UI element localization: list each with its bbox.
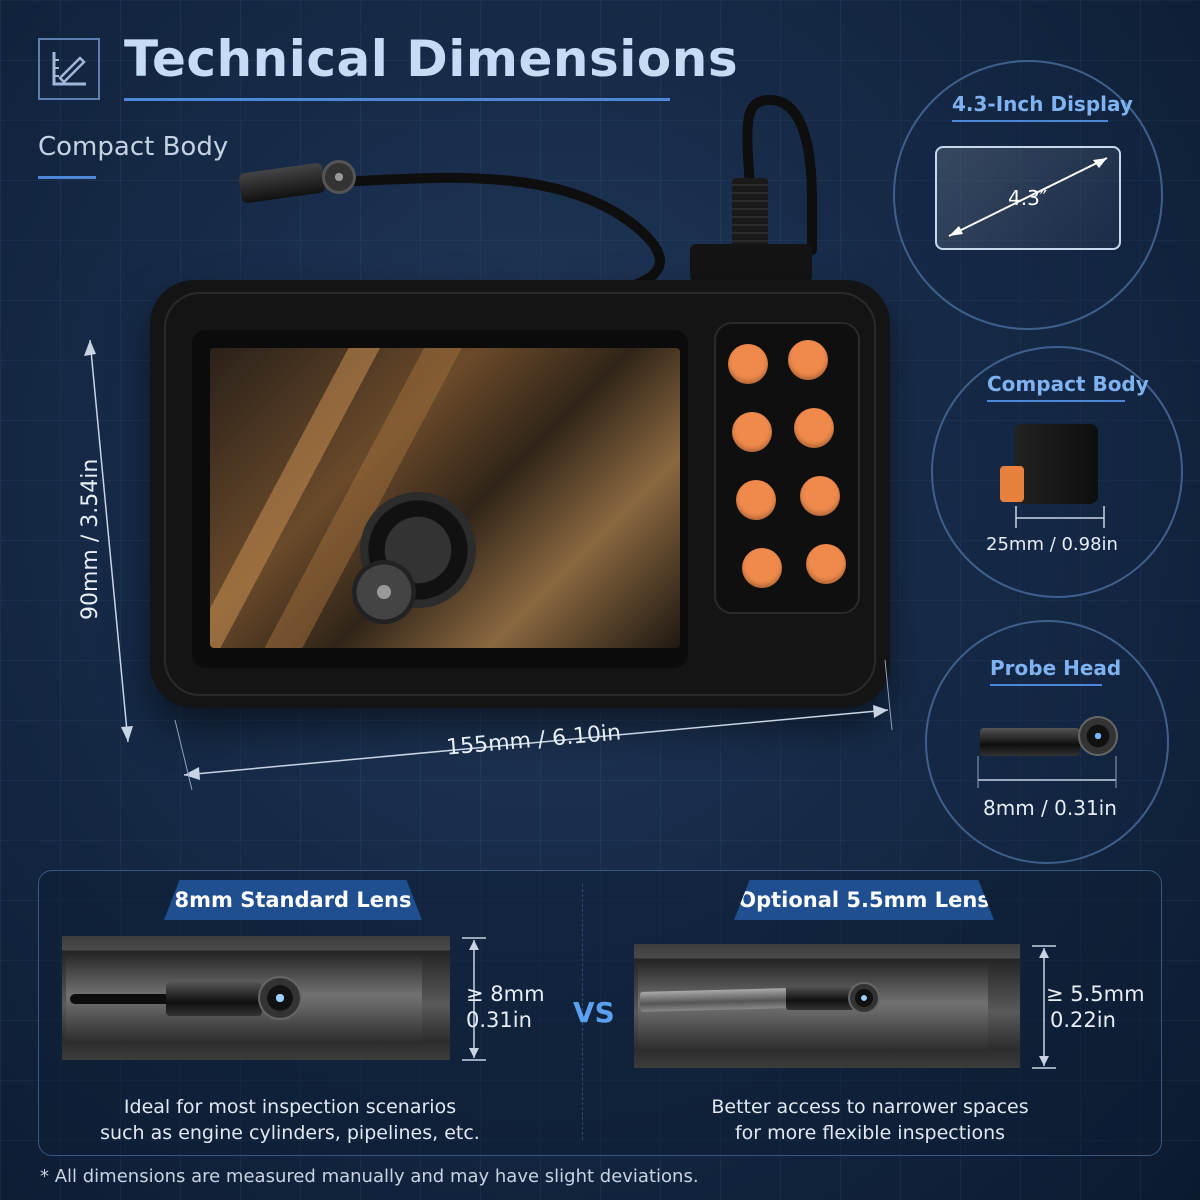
device-height-label: 90mm / 3.54in xyxy=(78,458,103,620)
body-thickness-label: 25mm / 0.98in xyxy=(986,534,1118,555)
page-subtitle: Compact Body xyxy=(38,132,229,162)
cable-boot xyxy=(732,178,768,248)
title-underline xyxy=(124,98,670,101)
optional-lens-dim-mm: ≥ 5.5mm xyxy=(1046,982,1145,1006)
up-button-icon xyxy=(732,412,772,452)
display-callout-circle xyxy=(893,60,1163,330)
probe-callout-title: Probe Head xyxy=(990,656,1122,680)
optional-probe-shaft xyxy=(639,988,789,1012)
screen-lens-front xyxy=(352,560,416,624)
optional-desc-line1: Better access to narrower spaces xyxy=(711,1096,1029,1118)
cable-connector xyxy=(690,244,812,282)
power-button-icon xyxy=(728,344,768,384)
footnote: * All dimensions are measured manually a… xyxy=(40,1166,699,1187)
standard-probe-head xyxy=(166,982,262,1016)
optional-lens-face-icon xyxy=(848,982,880,1014)
body-measure-arrow xyxy=(1015,506,1105,528)
body-side-illustration xyxy=(1014,424,1098,504)
page-title: Technical Dimensions xyxy=(124,30,739,88)
device-dimension-lines xyxy=(84,339,893,791)
display-callout-title: 4.3-Inch Display xyxy=(952,92,1133,116)
probe-lens-leds-icon xyxy=(1078,716,1118,756)
standard-lens-face-icon xyxy=(258,976,302,1020)
comparison-divider xyxy=(582,884,583,1140)
standard-diameter-arrow xyxy=(462,937,486,1061)
menu-button-icon xyxy=(742,548,782,588)
body-callout-title: Compact Body xyxy=(987,372,1149,396)
optional-lens-dim-in: 0.22in xyxy=(1050,1008,1116,1032)
vs-label: VS xyxy=(573,996,615,1029)
standard-lens-dim-in: 0.31in xyxy=(466,1008,532,1032)
rotate-button-icon xyxy=(806,544,846,584)
probe-head-illustration xyxy=(980,728,1080,756)
record-button-icon xyxy=(794,408,834,448)
device-grip-edge xyxy=(164,292,876,696)
probe-measure-arrow xyxy=(977,756,1117,788)
mode-button-icon xyxy=(788,340,828,380)
standard-desc-line1: Ideal for most inspection scenarios xyxy=(123,1096,457,1118)
subtitle-underline xyxy=(38,176,96,179)
optional-lens-description: Better access to narrower spaces for mor… xyxy=(660,1094,1080,1146)
body-button-illustration xyxy=(1000,466,1024,502)
light-down-button-icon xyxy=(736,480,776,520)
probe-lens-icon xyxy=(322,160,356,194)
optional-lens-tab: Optional 5.5mm Lens xyxy=(734,880,994,920)
standard-probe-cable xyxy=(70,994,176,1004)
probe-title-underline xyxy=(990,684,1102,686)
display-diagonal-arrow xyxy=(948,157,1108,237)
ruler-square-icon xyxy=(38,38,100,100)
optional-diameter-arrow xyxy=(1032,945,1056,1069)
standard-desc-line2: such as engine cylinders, pipelines, etc… xyxy=(100,1122,480,1144)
display-title-underline xyxy=(952,120,1108,122)
standard-lens-tab: 8mm Standard Lens xyxy=(164,880,422,920)
optional-desc-line2: for more flexible inspections xyxy=(734,1122,1006,1144)
probe-diameter-label: 8mm / 0.31in xyxy=(983,796,1117,820)
display-size-label: 4.3″ xyxy=(1008,186,1048,210)
body-title-underline xyxy=(987,400,1125,402)
optional-probe-head xyxy=(786,986,854,1010)
standard-lens-dim-mm: ≥ 8mm xyxy=(466,982,545,1006)
standard-lens-description: Ideal for most inspection scenarios such… xyxy=(80,1094,500,1146)
light-up-button-icon xyxy=(800,476,840,516)
